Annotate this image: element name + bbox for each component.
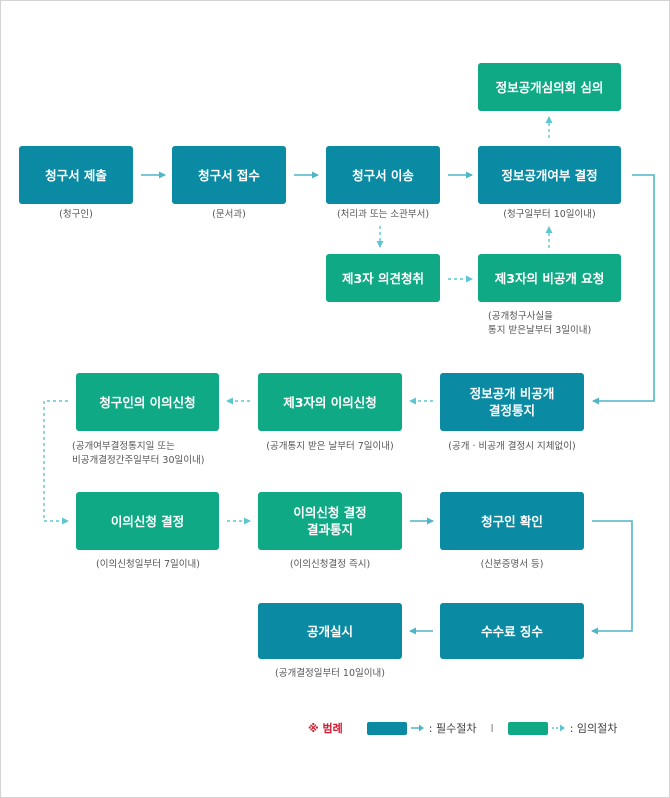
legend: ※ 범례 : 필수절차 I : 임의절차 <box>308 718 617 738</box>
node-submit: 청구서 제출 <box>19 146 133 204</box>
node-claimant-confirm: 청구인 확인 <box>440 492 584 550</box>
node-third-opinion: 제3자 의견청취 <box>326 254 440 302</box>
legend-solid-arrow-icon <box>410 724 424 732</box>
caption-disclosure: (공개결정일부터 10일이내) <box>275 668 385 679</box>
node-transfer: 청구서 이송 <box>326 146 440 204</box>
legend-optional-swatch <box>507 721 548 735</box>
legend-optional-label: : 임의절차 <box>569 722 618 735</box>
arrow-decision-notice <box>592 174 655 405</box>
arrow-confirm-fee <box>591 520 633 635</box>
caption-third-nondisclosure: (공개청구사실을 통지 받은날부터 3일이내) <box>488 311 592 336</box>
node-claimant-objection: 청구인의 이의신청 <box>76 373 219 431</box>
caption-objection-result: (이의신청결정 즉시) <box>289 559 371 570</box>
node-third-nondisclosure: 제3자의 비공개 요청 <box>478 254 621 302</box>
legend-separator: I <box>490 721 494 735</box>
caption-receive: (문서과) <box>212 209 246 220</box>
node-receive: 청구서 접수 <box>172 146 286 204</box>
legend-required-swatch <box>366 721 407 735</box>
arrow-claimant-objection-decision <box>43 400 69 525</box>
node-objection-result: 이의신청 결정 결과통지 <box>258 492 402 550</box>
caption-submit: (청구인) <box>59 209 93 220</box>
caption-claimant-objection: (공개여부결정통지일 또는 비공개결정간주일부터 30일이내) <box>72 441 205 466</box>
caption-objection-decision: (이의신청일부터 7일이내) <box>96 559 200 570</box>
legend-required-label: : 필수절차 <box>428 722 477 735</box>
node-committee: 정보공개심의회 심의 <box>478 63 621 111</box>
node-fee: 수수료 징수 <box>440 603 584 659</box>
legend-title: ※ 범례 <box>308 722 343 735</box>
node-decision: 정보공개여부 결정 <box>478 146 621 204</box>
node-third-objection: 제3자의 이의신청 <box>258 373 402 431</box>
caption-transfer: (처리과 또는 소관부서) <box>336 209 430 220</box>
caption-claimant-confirm: (신분증명서 등) <box>480 559 544 570</box>
caption-decision: (청구일부터 10일이내) <box>503 209 596 220</box>
node-nondisclosure-notice: 정보공개 비공개 결정통지 <box>440 373 584 431</box>
caption-third-objection: (공개통지 받은 날부터 7일이내) <box>266 441 394 452</box>
caption-nondisclosure-notice: (공개 · 비공개 결정시 지체없이) <box>448 441 576 452</box>
legend-dashed-arrow-icon <box>551 724 565 732</box>
node-objection-decision: 이의신청 결정 <box>76 492 219 550</box>
node-disclosure: 공개실시 <box>258 603 402 659</box>
